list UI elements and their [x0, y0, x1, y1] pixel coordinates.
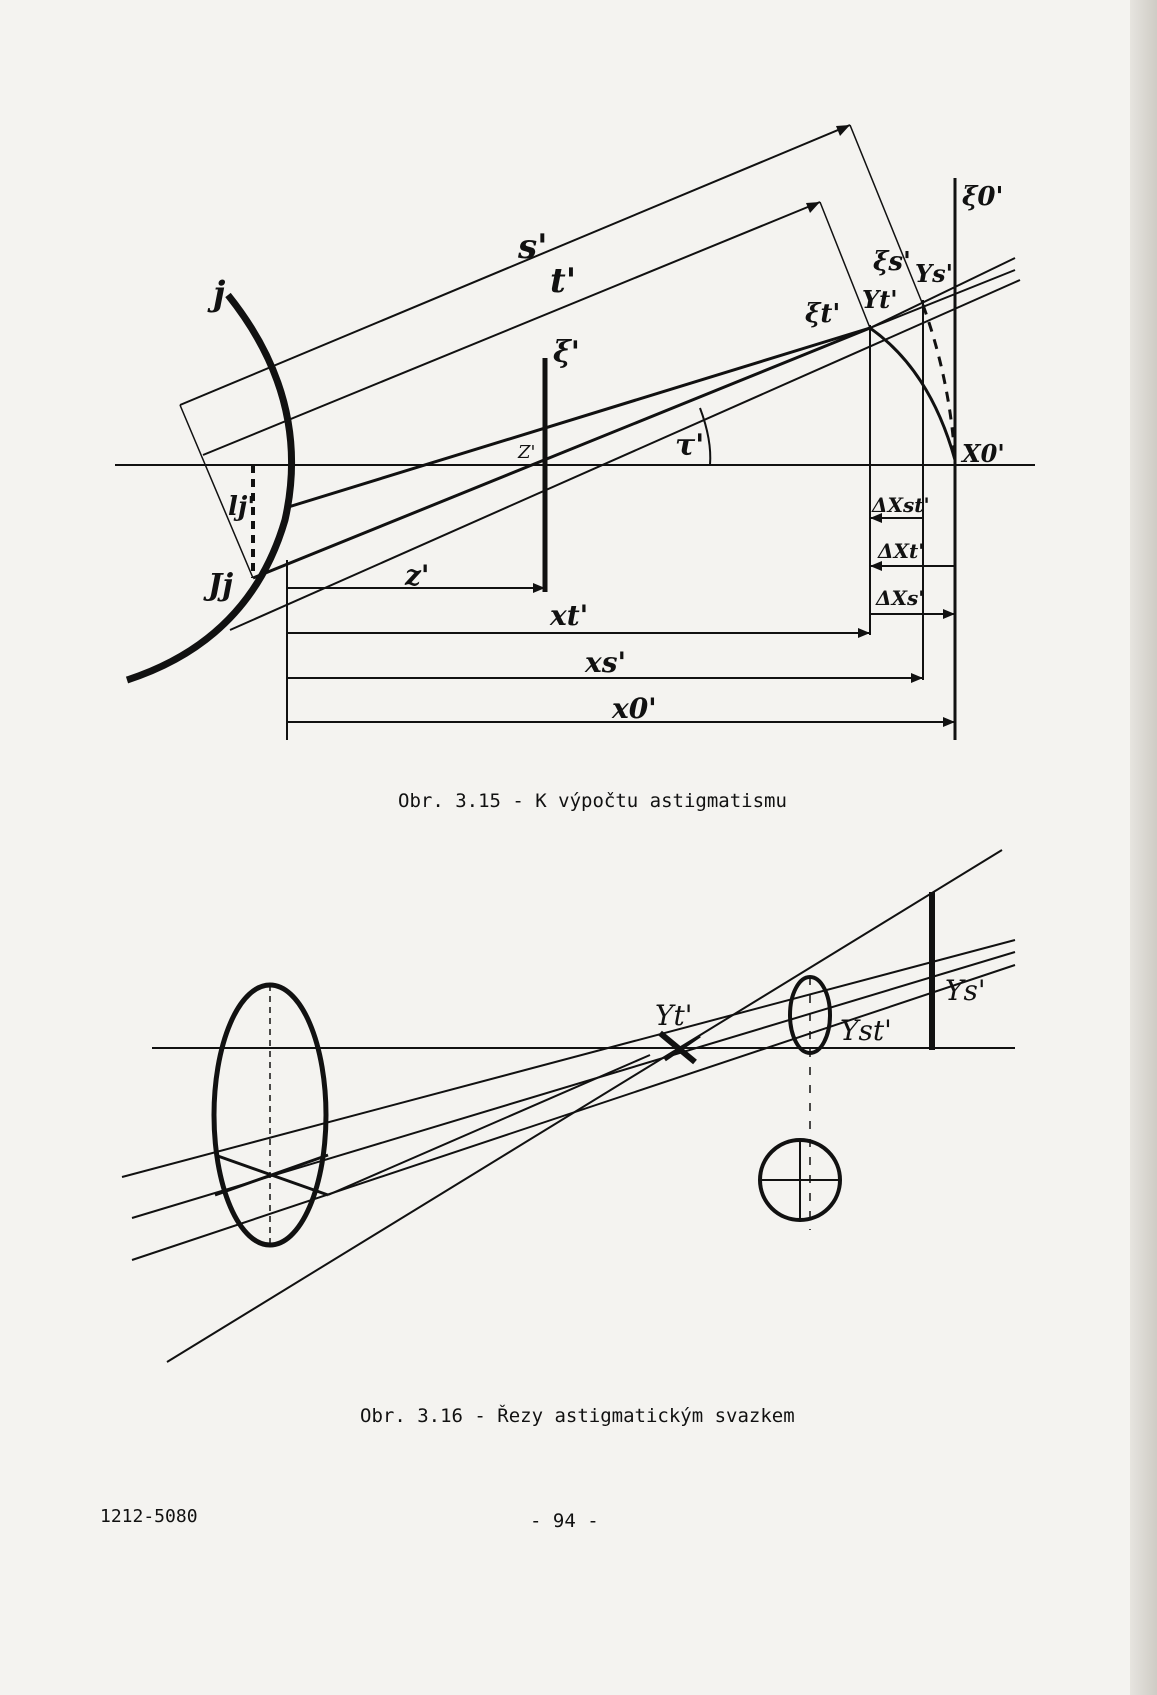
page-edge-shadow — [1130, 0, 1157, 1695]
arrowhead — [911, 673, 923, 683]
label-yst: Yst' — [840, 1014, 892, 1047]
ray-3 — [131, 951, 1016, 1219]
ray-extension-1 — [869, 257, 1016, 329]
tangential-field-curve — [869, 326, 957, 461]
label-delta-xst: ΔXst' — [871, 493, 930, 517]
label-xi-t: ξt' — [805, 299, 840, 329]
arrowhead — [858, 628, 870, 638]
label-xt: xt' — [549, 599, 588, 632]
chief-ray — [229, 279, 1021, 631]
dimension-s — [179, 124, 851, 406]
label-xi: ξ' — [553, 335, 580, 370]
label-xs: xs' — [584, 646, 626, 679]
label-point-z: Z' — [517, 442, 535, 463]
arrowhead — [943, 609, 955, 619]
label-x0: x0' — [611, 692, 657, 725]
label-point-jj: Jj — [203, 568, 233, 603]
label-point-x0: X0' — [960, 439, 1005, 468]
figure-3-16-caption: Obr. 3.16 - Řezy astigmatickým svazkem — [360, 1405, 795, 1427]
label-xi-s: ξs' — [873, 247, 911, 277]
marginal-ray-1 — [166, 849, 1003, 1363]
arrowhead — [943, 717, 955, 727]
extension-line-t — [819, 201, 871, 329]
tangential-focal-cross — [664, 1034, 701, 1062]
refracting-surface — [125, 292, 296, 684]
extension-line-s — [849, 124, 924, 306]
ray-lower — [252, 326, 871, 580]
sagittal-field-curve — [921, 304, 957, 461]
label-delta-xt: ΔXt' — [877, 539, 924, 563]
arrowhead — [533, 583, 545, 593]
label-xi-0: ξ0' — [962, 182, 1003, 212]
arrowhead — [836, 125, 850, 136]
label-angle-tau: τ' — [675, 428, 704, 463]
label-delta-xs: ΔXs' — [875, 586, 924, 610]
ray-4 — [131, 964, 1016, 1261]
ray-2 — [121, 939, 1016, 1178]
tangential-focal-line — [658, 1030, 697, 1065]
figure-3-15-caption: Obr. 3.15 - K výpočtu astigmatismu — [398, 790, 787, 812]
arrowhead — [870, 513, 882, 523]
ray-extension-2 — [869, 269, 1016, 329]
angle-arc — [699, 407, 712, 466]
label-point-ys: Ys' — [915, 259, 953, 288]
arrowhead — [870, 561, 882, 571]
figure-3-15-drawing: j Jj lj' s' t' ξ' ξt' ξs' ξ0' Yt' Ys' X0… — [115, 124, 1035, 740]
extension-line — [179, 404, 254, 579]
label-s: s' — [517, 227, 548, 267]
label-yt: Yt' — [655, 999, 692, 1032]
label-height-lj: lj' — [228, 492, 255, 522]
arrowhead — [806, 202, 820, 213]
page-number: - 94 - — [530, 1510, 599, 1532]
ray-upper — [284, 326, 871, 510]
label-z: z' — [404, 559, 429, 592]
figure-astigmatism-calculation: j Jj lj' s' t' ξ' ξt' ξs' ξ0' Yt' Ys' X0… — [0, 0, 1130, 780]
document-code: 1212-5080 — [100, 1506, 198, 1527]
label-surface: j — [207, 274, 226, 314]
label-point-yt: Yt' — [862, 285, 898, 314]
figure-3-16-drawing: Yt' Yst' Ys' — [121, 849, 1016, 1363]
label-ys: Ys' — [945, 974, 986, 1007]
label-t: t' — [550, 261, 576, 301]
figure-astigmatic-beam-sections: Yt' Yst' Ys' — [0, 840, 1130, 1380]
dimension-t — [202, 201, 821, 456]
ray-5 — [327, 1054, 651, 1196]
